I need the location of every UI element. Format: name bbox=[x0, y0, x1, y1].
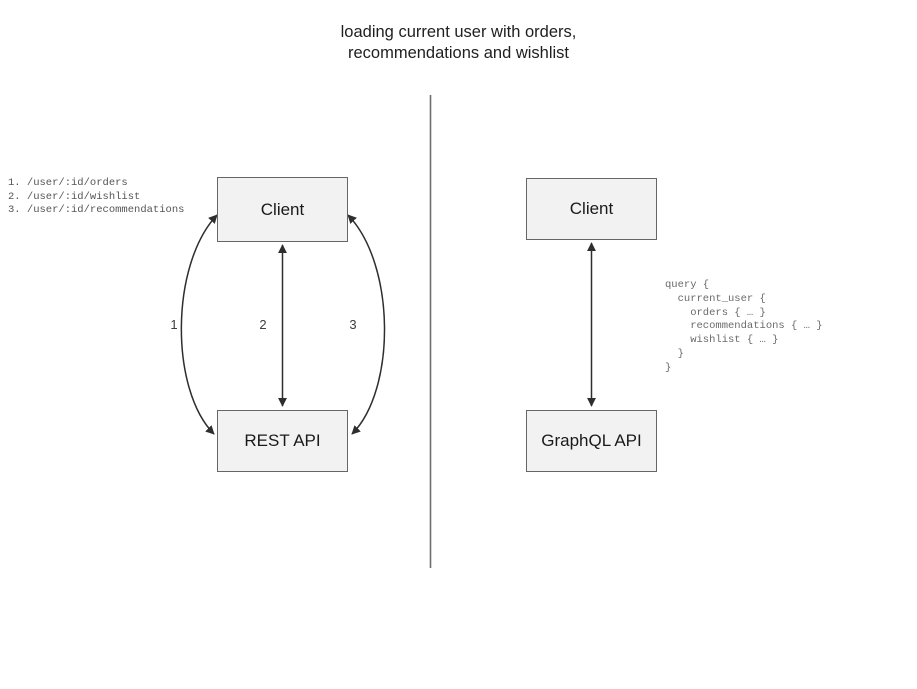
graphql-client-label: Client bbox=[569, 199, 614, 218]
graphql-api-label: GraphQL API bbox=[541, 431, 642, 450]
rest-api-box[interactable]: REST API bbox=[217, 410, 348, 472]
rest-client-box[interactable]: Client bbox=[217, 177, 348, 242]
rest-edge-number-1: 1 bbox=[170, 317, 178, 332]
graphql-query-block: query { current_user { orders { … } reco… bbox=[665, 279, 823, 374]
rest-edge-3-path bbox=[347, 214, 386, 435]
page-title: loading current user with orders, recomm… bbox=[340, 23, 577, 62]
rest-client-label: Client bbox=[260, 199, 305, 219]
rest-edge-number-3: 3 bbox=[349, 317, 357, 332]
graphql-client-box[interactable]: Client bbox=[526, 178, 657, 240]
rest-endpoint-list: 1. /user/:id/orders 2. /user/:id/wishlis… bbox=[8, 177, 185, 217]
graphql-api-box[interactable]: GraphQL API bbox=[526, 410, 657, 472]
rest-edge-1-path bbox=[180, 214, 218, 435]
rest-edge-number-2: 2 bbox=[259, 317, 267, 332]
rest-api-label: REST API bbox=[244, 431, 321, 450]
